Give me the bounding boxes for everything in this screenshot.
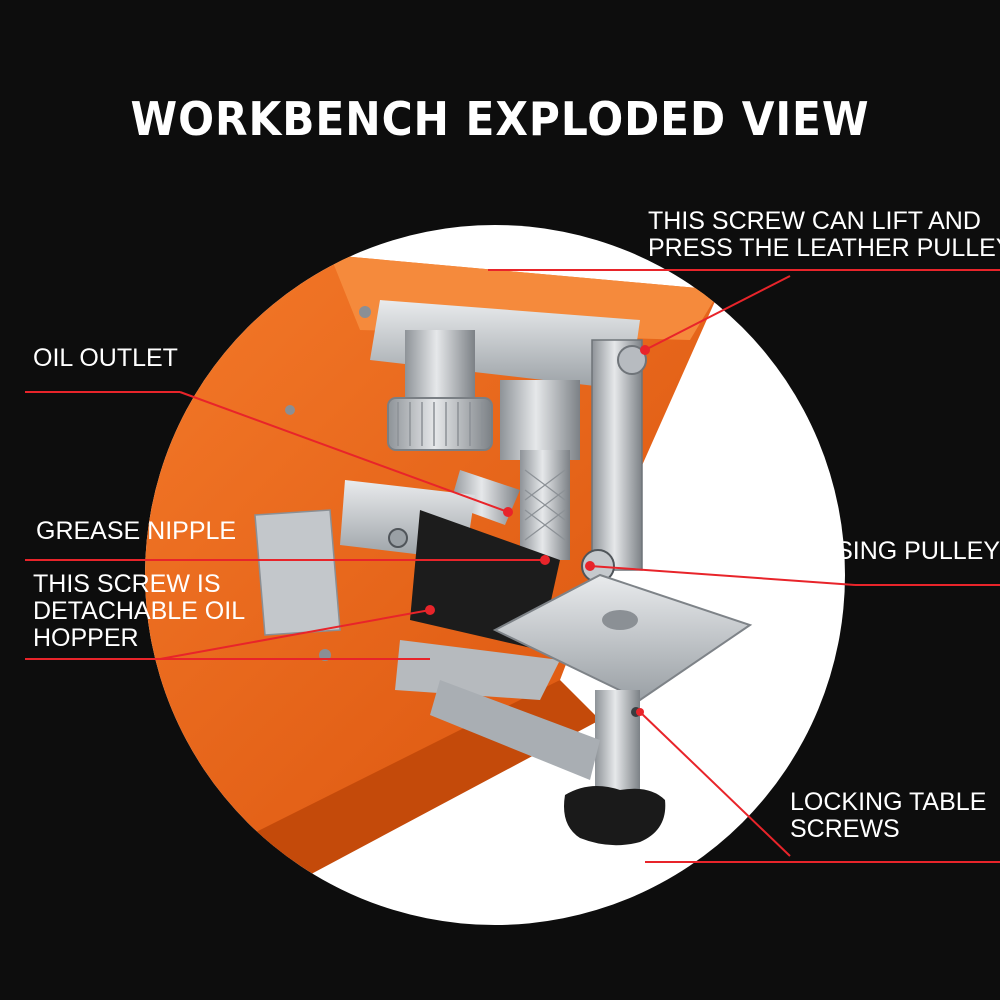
callout-text: THIS SCREW IS xyxy=(33,570,221,598)
callout-text: SCREWS xyxy=(790,815,900,843)
knurl-pattern xyxy=(397,402,483,446)
callout-pressing-pulley: PRESSING PULLEY xyxy=(768,538,1000,565)
table-hole xyxy=(602,610,638,630)
table-column xyxy=(595,690,640,800)
callout-dots xyxy=(425,345,650,716)
callout-grease-nipple: GREASE NIPPLE xyxy=(36,518,236,545)
body-rivet xyxy=(285,405,295,415)
callout-text: PRESSING PULLEY xyxy=(768,537,1000,565)
callout-text: PRESS THE LEATHER PULLEY xyxy=(648,234,1000,262)
work-table-plate xyxy=(492,573,753,702)
lower-support xyxy=(395,640,560,700)
callout-text: LOCKING TABLE xyxy=(790,788,987,816)
callout-oil-hopper: THIS SCREW IS DETACHABLE OIL HOPPER xyxy=(33,571,245,652)
callout-text: OIL OUTLET xyxy=(33,344,178,372)
hopper-screw xyxy=(388,528,408,548)
pulley-arm xyxy=(591,339,643,571)
callout-leaders xyxy=(25,269,1000,863)
callout-text: THIS SCREW CAN LIFT AND xyxy=(648,207,981,235)
diagram-title: WORKBENCH EXPLODED VIEW xyxy=(130,92,870,146)
upper-column xyxy=(500,380,580,460)
left-bracket xyxy=(254,509,341,636)
callout-lift-screw: THIS SCREW CAN LIFT AND PRESS THE LEATHE… xyxy=(648,208,1000,262)
callout-text: GREASE NIPPLE xyxy=(36,517,237,545)
table-arm xyxy=(430,680,600,780)
locking-knob xyxy=(564,786,666,846)
callout-oil-outlet: OIL OUTLET xyxy=(33,345,178,372)
callout-text: HOPPER xyxy=(33,624,139,652)
body-rivet xyxy=(359,306,371,318)
shaft-knurl xyxy=(524,469,566,541)
callout-text: DETACHABLE OIL xyxy=(33,597,246,625)
lift-screw-knob xyxy=(617,345,647,375)
knurled-nut xyxy=(387,397,493,451)
callout-locking-screws: LOCKING TABLE SCREWS xyxy=(790,789,986,843)
